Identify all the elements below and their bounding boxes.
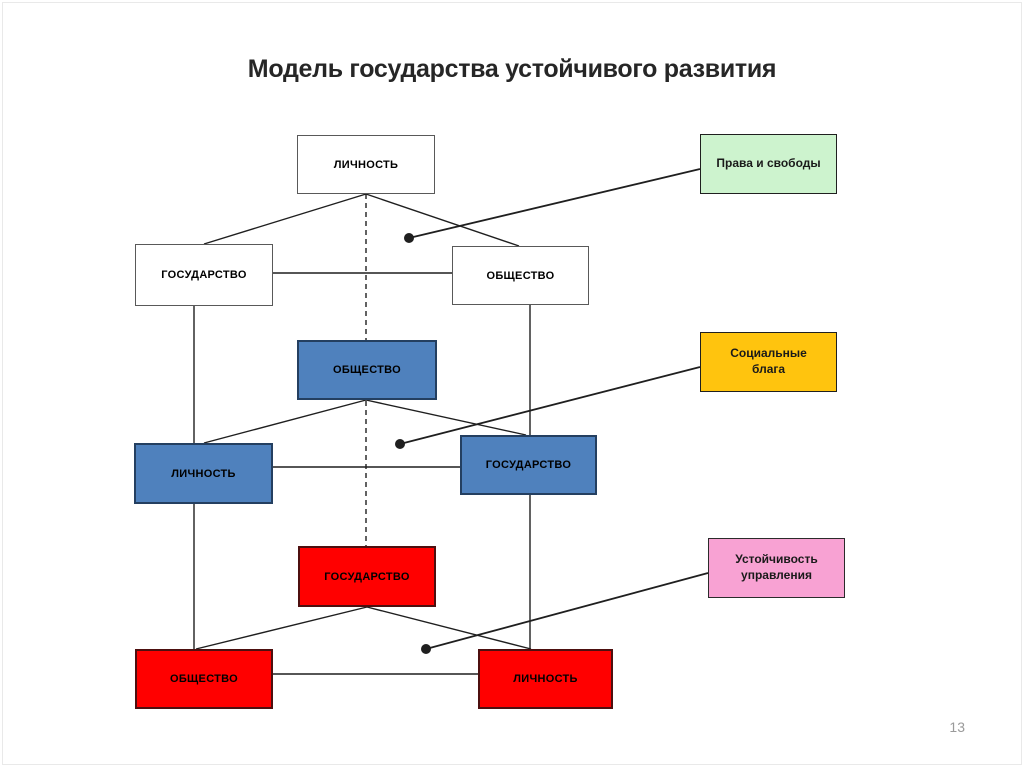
tier3-node-right: ЛИЧНОСТЬ [478, 649, 613, 709]
tier3-triangle-lines [195, 606, 532, 675]
tier1-node-right: ОБЩЕСТВО [452, 246, 589, 305]
tier3-node-left: ОБЩЕСТВО [135, 649, 273, 709]
callout-dot [421, 644, 431, 654]
callout-dot [395, 439, 405, 449]
tier2-node-top: ОБЩЕСТВО [297, 340, 437, 400]
page-number: 13 [949, 719, 965, 735]
tier2-node-right: ГОСУДАРСТВО [460, 435, 597, 495]
tier2-triangle-lines [203, 399, 527, 468]
annotation-stability-of-governance: Устойчивость управления [708, 538, 845, 598]
tier1-triangle-lines [203, 193, 520, 274]
tier1-node-top: ЛИЧНОСТЬ [297, 135, 435, 194]
tier2-node-left: ЛИЧНОСТЬ [134, 443, 273, 504]
annotation-rights-and-freedoms: Права и свободы [700, 134, 837, 194]
slide-title: Модель государства устойчивого развития [247, 55, 777, 83]
callout-dot [404, 233, 414, 243]
tier1-node-left: ГОСУДАРСТВО [135, 244, 273, 306]
annotation-social-benefits: Социальные блага [700, 332, 837, 392]
callout-rights-line [404, 168, 701, 243]
tier3-node-top: ГОСУДАРСТВО [298, 546, 436, 607]
callout-stability-line [421, 572, 709, 654]
callout-social-line [395, 366, 701, 449]
